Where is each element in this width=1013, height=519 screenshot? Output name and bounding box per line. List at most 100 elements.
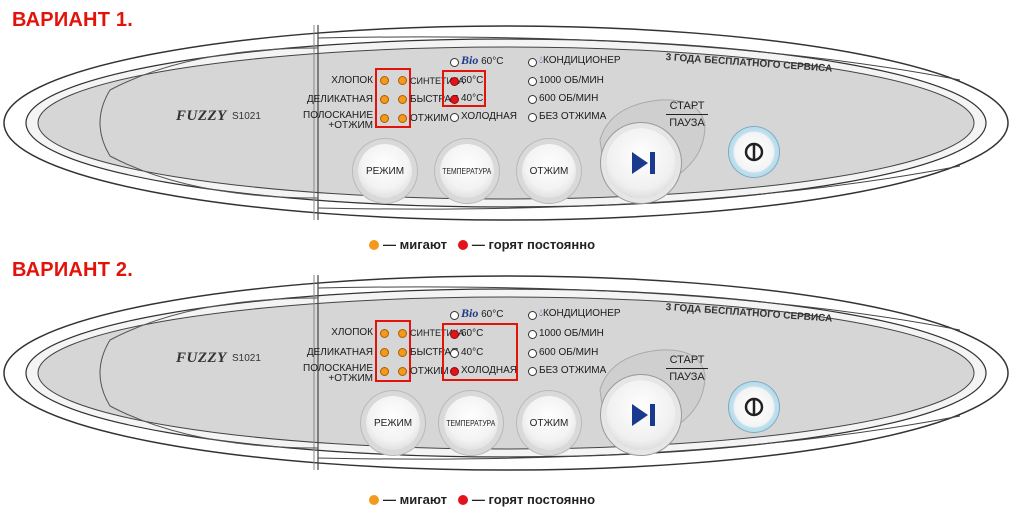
led-cotton — [380, 76, 389, 85]
led-synthetic — [398, 76, 407, 85]
led-temp-60 — [450, 330, 459, 339]
temp-40-label: 40°C — [461, 347, 484, 358]
spin-button[interactable]: ОТЖИМ — [522, 144, 576, 198]
program-rinse: ПОЛОСКАНИЕ — [303, 363, 373, 374]
variant-2-title: ВАРИАНТ 2. — [12, 259, 133, 281]
start-label: СТАРТ — [669, 354, 705, 366]
start-pause-divider — [666, 114, 708, 115]
option-600: 600 ОБ/МИН — [539, 93, 599, 104]
temperature-button[interactable]: ТЕМПЕРАТУРА — [440, 144, 494, 198]
led-spin — [398, 367, 407, 376]
led-temp-cold — [450, 367, 459, 376]
program-synthetic: СИНТЕТИКА — [410, 328, 465, 338]
option-no-spin: БЕЗ ОТЖИМА — [539, 365, 607, 376]
program-quick: БЫСТРАЯ — [410, 94, 459, 105]
led-spin — [398, 114, 407, 123]
led-1000 — [528, 330, 537, 339]
drop-icon: 💧︎ — [539, 308, 543, 319]
led-no-spin — [528, 367, 537, 376]
led-1000 — [528, 77, 537, 86]
fuzzy-logo: FUZZY — [176, 350, 227, 366]
program-synthetic: СИНТЕТИКА — [410, 76, 465, 86]
led-no-spin — [528, 113, 537, 122]
led-bio-60 — [450, 58, 459, 67]
led-conditioner — [528, 58, 537, 67]
legend-orange-dot — [369, 240, 379, 250]
legend-1: — мигают — горят постоянно — [369, 237, 595, 252]
control-panel-1: FUZZY S1021 3 ГОДА БЕСПЛАТНОГО СЕРВИСА Х… — [0, 20, 1013, 240]
option-600: 600 ОБ/МИН — [539, 347, 599, 358]
legend-2: — мигают — горят постоянно — [369, 492, 595, 507]
mode-button[interactable]: РЕЖИМ — [358, 144, 412, 198]
start-pause-divider — [666, 368, 708, 369]
led-temp-cold — [450, 113, 459, 122]
highlight-programs — [375, 68, 411, 128]
led-synthetic — [398, 329, 407, 338]
program-rinse-spin: +ОТЖИМ — [328, 373, 373, 384]
bio-mark: Bio — [461, 53, 479, 67]
led-quick — [398, 95, 407, 104]
temp-cold-label: ХОЛОДНАЯ — [461, 365, 518, 376]
fuzzy-logo: FUZZY — [176, 108, 227, 124]
control-panel-2: FUZZY S1021 3 ГОДА БЕСПЛАТНОГО СЕРВИСА Х… — [0, 270, 1013, 490]
program-quick: БЫСТРАЯ — [410, 347, 459, 358]
led-600 — [528, 349, 537, 358]
temp-60-label: 60°C — [461, 75, 484, 86]
led-conditioner — [528, 311, 537, 320]
bio-60-label: Bio 60°C — [461, 53, 504, 67]
program-rinse-spin: +ОТЖИМ — [328, 120, 373, 131]
option-conditioner: 💧︎КОНДИЦИОНЕР — [539, 55, 621, 66]
drop-icon: 💧︎ — [539, 55, 543, 66]
variant-1-title: ВАРИАНТ 1. — [12, 9, 133, 31]
panel-body — [3, 25, 1009, 221]
highlight-temperature — [442, 70, 486, 107]
program-cotton: ХЛОПОК — [331, 327, 373, 338]
bio-60-label: Bio 60°C — [461, 306, 504, 320]
led-rinse — [380, 367, 389, 376]
mode-button[interactable]: РЕЖИМ — [366, 396, 420, 450]
pause-label: ПАУЗА — [669, 117, 705, 129]
option-no-spin: БЕЗ ОТЖИМА — [539, 111, 607, 122]
led-temp-40 — [450, 95, 459, 104]
led-600 — [528, 95, 537, 104]
led-delicate — [380, 348, 389, 357]
bio-mark: Bio — [461, 306, 479, 320]
led-cotton — [380, 329, 389, 338]
option-1000: 1000 ОБ/МИН — [539, 328, 604, 339]
temp-60-label: 60°C — [461, 328, 484, 339]
program-spin-only: ОТЖИМ — [410, 113, 449, 124]
highlight-programs — [375, 320, 411, 382]
program-spin-only: ОТЖИМ — [410, 366, 449, 377]
highlight-temperature — [442, 323, 518, 381]
power-button[interactable] — [729, 382, 779, 432]
option-conditioner: 💧︎КОНДИЦИОНЕР — [539, 308, 621, 319]
temp-cold-label: ХОЛОДНАЯ — [461, 111, 518, 122]
led-quick — [398, 348, 407, 357]
led-rinse — [380, 114, 389, 123]
play-pause-icon — [632, 404, 655, 426]
play-pause-icon — [632, 152, 655, 174]
led-bio-60 — [450, 311, 459, 320]
start-pause-button[interactable] — [606, 128, 676, 198]
power-icon — [744, 397, 764, 417]
model-number: S1021 — [232, 353, 261, 364]
legend-red-dot — [457, 240, 468, 250]
program-rinse: ПОЛОСКАНИЕ — [303, 110, 373, 121]
legend-red-dot — [457, 495, 468, 505]
led-temp-60 — [450, 77, 459, 86]
program-cotton: ХЛОПОК — [331, 75, 373, 86]
option-1000: 1000 ОБ/МИН — [539, 75, 604, 86]
program-delicate: ДЕЛИКАТНАЯ — [306, 94, 373, 105]
program-delicate: ДЕЛИКАТНАЯ — [306, 347, 373, 358]
start-label: СТАРТ — [669, 100, 705, 112]
led-temp-40 — [450, 349, 459, 358]
power-icon — [744, 142, 764, 162]
spin-button[interactable]: ОТЖИМ — [522, 396, 576, 450]
power-button[interactable] — [729, 127, 779, 177]
pause-label: ПАУЗА — [669, 371, 705, 383]
temperature-button[interactable]: ТЕМПЕРАТУРА — [444, 396, 498, 450]
temp-40-label: 40°C — [461, 93, 484, 104]
start-pause-button[interactable] — [606, 380, 676, 450]
model-number: S1021 — [232, 111, 261, 122]
legend-orange-dot — [369, 495, 379, 505]
